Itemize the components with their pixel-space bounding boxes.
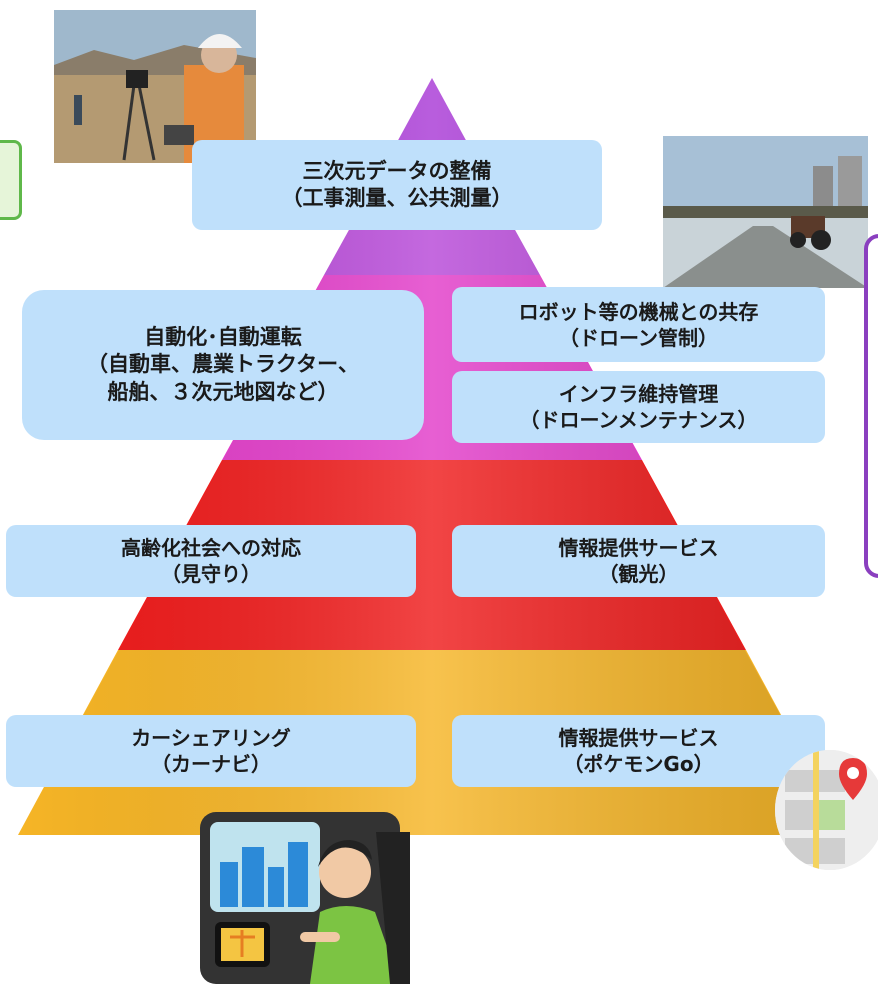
automation-line1: 自動化･自動運転: [144, 325, 302, 350]
survey-line1: 三次元データの整備: [302, 158, 492, 183]
green-box-fragment: [0, 140, 22, 220]
pokemon-line2: （ポケモンGo）: [563, 752, 714, 776]
survey-line2: （工事測量、公共測量）: [281, 186, 513, 210]
map-icon: [775, 750, 878, 870]
purple-box-fragment: [864, 234, 878, 578]
elderly-line1: 高齢化社会への対応: [121, 536, 301, 560]
tourism-box: 情報提供サービス （観光）: [452, 525, 825, 597]
robots-line2: （ドローン管制）: [559, 325, 718, 350]
tractor-photo: [663, 136, 868, 288]
pokemon-line1: 情報提供サービス: [558, 726, 719, 750]
survey-box: 三次元データの整備 （工事測量、公共測量）: [192, 140, 602, 230]
carshare-box: カーシェアリング （カーナビ）: [6, 715, 416, 787]
robots-box: ロボット等の機械との共存 （ドローン管制）: [452, 287, 825, 362]
pokemon-box: 情報提供サービス （ポケモンGo）: [452, 715, 825, 787]
tourism-line2: （観光）: [598, 562, 679, 586]
infra-line1: インフラ維持管理: [558, 382, 719, 406]
car-navigation-illustration: [200, 812, 410, 984]
elderly-box: 高齢化社会への対応 （見守り）: [6, 525, 416, 597]
automation-box: 自動化･自動運転 （自動車、農業トラクター、 船舶、３次元地図など）: [22, 290, 424, 440]
tourism-line1: 情報提供サービス: [558, 536, 719, 560]
infra-line2: （ドローンメンテナンス）: [519, 408, 758, 432]
automation-line2: （自動車、農業トラクター、: [87, 352, 359, 377]
automation-line3: 船舶、３次元地図など）: [107, 379, 339, 404]
robots-line1: ロボット等の機械との共存: [518, 299, 759, 324]
pyramid-shading: [18, 78, 846, 835]
carshare-line1: カーシェアリング: [131, 726, 291, 750]
elderly-line2: （見守り）: [161, 562, 261, 586]
infra-box: インフラ維持管理 （ドローンメンテナンス）: [452, 371, 825, 443]
carshare-line2: （カーナビ）: [151, 752, 271, 776]
